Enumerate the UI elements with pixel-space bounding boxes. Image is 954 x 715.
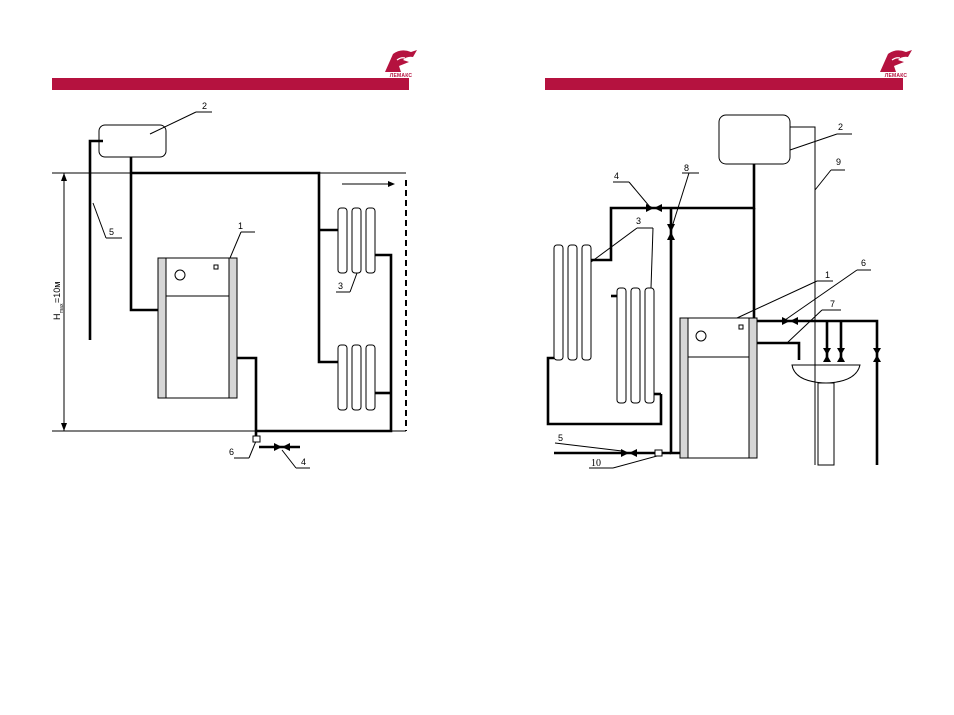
radiator-left (554, 245, 591, 360)
fitting-6 (253, 436, 260, 442)
svg-text:=10м: =10м (52, 282, 62, 303)
label-5: 5 (109, 227, 114, 237)
fitting-10 (655, 450, 662, 456)
boiler-indicator-icon (214, 265, 218, 269)
valve-5-icon (621, 449, 629, 457)
valve-4-icon (646, 204, 654, 212)
label-6: 6 (861, 258, 866, 268)
return-pipe (548, 358, 661, 424)
boiler (680, 318, 757, 458)
return-main (256, 255, 391, 431)
overflow-pipe-9 (790, 127, 815, 465)
boiler (158, 258, 237, 398)
radiator-middle (617, 288, 654, 403)
expansion-tank (719, 115, 790, 164)
label-5: 5 (558, 433, 563, 443)
sink-pipe-7 (757, 343, 799, 360)
riser-8 (671, 208, 680, 453)
boiler-side-left (158, 258, 166, 398)
label-8: 8 (684, 163, 689, 173)
boiler-gauge-icon (696, 331, 706, 341)
right-heating-scheme: 2 9 4 8 3 1 6 7 5 10 (477, 0, 954, 715)
supply-pipe-tank (131, 157, 158, 310)
boiler-side-right (229, 258, 237, 398)
height-label: H max =10м (52, 282, 65, 320)
leader-2 (150, 112, 196, 134)
boiler-indicator-icon (739, 325, 743, 329)
expansion-tank (99, 125, 166, 157)
valve-8-icon (667, 224, 675, 232)
sink-pedestal (818, 383, 834, 465)
label-4: 4 (301, 457, 306, 467)
label-3: 3 (636, 216, 641, 226)
label-4: 4 (614, 171, 619, 181)
label-7: 7 (830, 299, 835, 309)
label-10: 10 (591, 458, 601, 469)
pipe-5 (90, 141, 103, 340)
sink (792, 365, 860, 383)
left-slide: ЛЕМАКС (0, 0, 477, 715)
valve-4-icon (274, 443, 282, 451)
label-1: 1 (238, 221, 243, 231)
label-3: 3 (338, 281, 343, 291)
label-1: 1 (825, 270, 830, 280)
svg-text:H: H (52, 314, 62, 321)
left-heating-scheme: 2 1 5 3 6 4 H max =10м (0, 0, 477, 715)
radiator-upper (338, 208, 375, 273)
label-2: 2 (202, 101, 207, 111)
label-2: 2 (838, 122, 843, 132)
right-slide: ЛЕМАКС (477, 0, 954, 715)
boiler-gauge-icon (175, 270, 185, 280)
return-boiler (237, 358, 256, 436)
valve-6-icon (782, 317, 790, 325)
label-9: 9 (836, 157, 841, 167)
svg-text:max: max (59, 303, 65, 313)
label-6: 6 (229, 447, 234, 457)
radiator-lower (338, 345, 375, 410)
